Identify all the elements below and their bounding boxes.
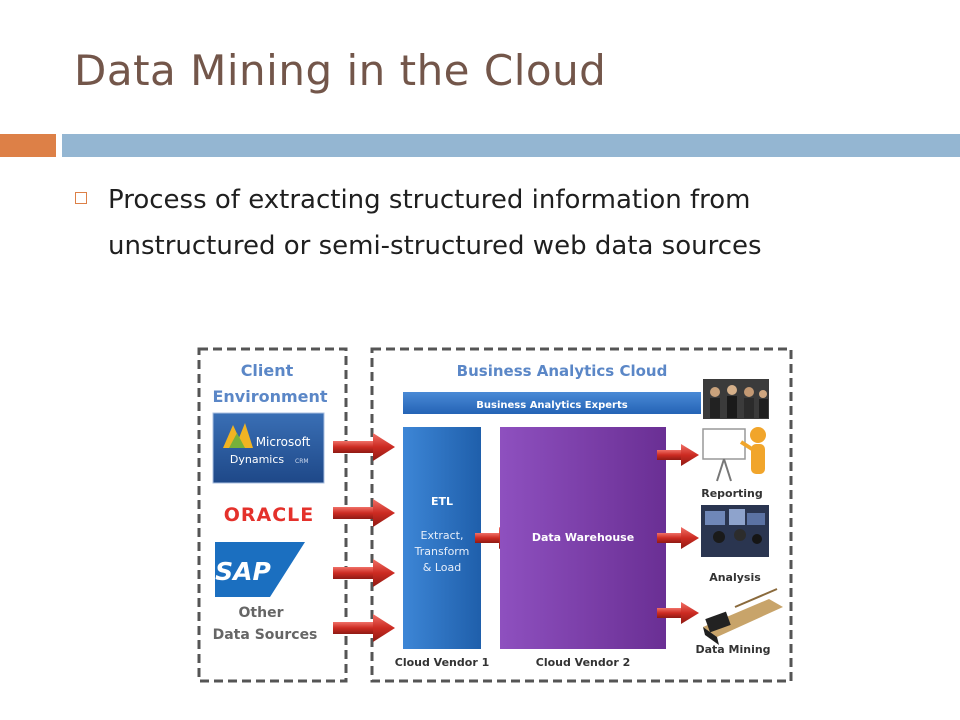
etl-title: ETL bbox=[431, 495, 453, 508]
input-arrow-icon bbox=[333, 559, 395, 587]
data-mining-label: Data Mining bbox=[695, 643, 770, 656]
analysis-photo bbox=[701, 505, 769, 557]
accent-bar-blue bbox=[62, 134, 960, 157]
input-arrow-icon bbox=[333, 433, 395, 461]
cloud-vendor-1-label: Cloud Vendor 1 bbox=[395, 656, 489, 669]
sap-logo bbox=[215, 542, 305, 597]
microsoft-dynamics-mark-icon bbox=[223, 423, 253, 448]
etl-line3: & Load bbox=[423, 561, 461, 574]
client-title-line1: Client bbox=[241, 361, 294, 380]
bullet-text: Process of extracting structured informa… bbox=[108, 185, 762, 261]
other-sources-line2: Data Sources bbox=[213, 627, 318, 643]
experts-photo bbox=[703, 379, 769, 419]
etl-line2: Transform bbox=[414, 545, 470, 558]
input-arrow-icon bbox=[333, 499, 395, 527]
other-sources-line1: Other bbox=[239, 605, 284, 621]
experts-header-bar bbox=[403, 392, 701, 414]
data-warehouse-label: Data Warehouse bbox=[532, 531, 634, 544]
microsoft-logo-suffix: CRM bbox=[295, 458, 309, 465]
client-title-line2: Environment bbox=[212, 387, 327, 406]
microsoft-logo-line2: Dynamics bbox=[230, 453, 285, 466]
accent-bar-orange bbox=[0, 134, 56, 157]
etl-line1: Extract, bbox=[421, 529, 464, 542]
cloud-analytics-diagram: Client Environment Microsoft Dynamics CR… bbox=[197, 347, 793, 683]
experts-header-label: Business Analytics Experts bbox=[476, 400, 627, 411]
microsoft-logo-line1: Microsoft bbox=[256, 435, 311, 449]
etl-box bbox=[403, 427, 481, 649]
data-warehouse-box bbox=[500, 427, 666, 649]
sap-logo-text: SAP bbox=[215, 557, 271, 586]
input-arrow-icon bbox=[333, 614, 395, 642]
slide-title: Data Mining in the Cloud bbox=[74, 46, 607, 95]
oracle-logo: ORACLE bbox=[224, 504, 315, 526]
reporting-presenter-icon bbox=[702, 427, 766, 482]
reporting-label: Reporting bbox=[701, 487, 763, 500]
bullet-square-icon bbox=[75, 192, 87, 204]
cloud-title: Business Analytics Cloud bbox=[457, 362, 668, 380]
data-mining-machine-icon bbox=[703, 588, 783, 645]
cloud-vendor-2-label: Cloud Vendor 2 bbox=[536, 656, 630, 669]
analysis-label: Analysis bbox=[709, 571, 761, 584]
